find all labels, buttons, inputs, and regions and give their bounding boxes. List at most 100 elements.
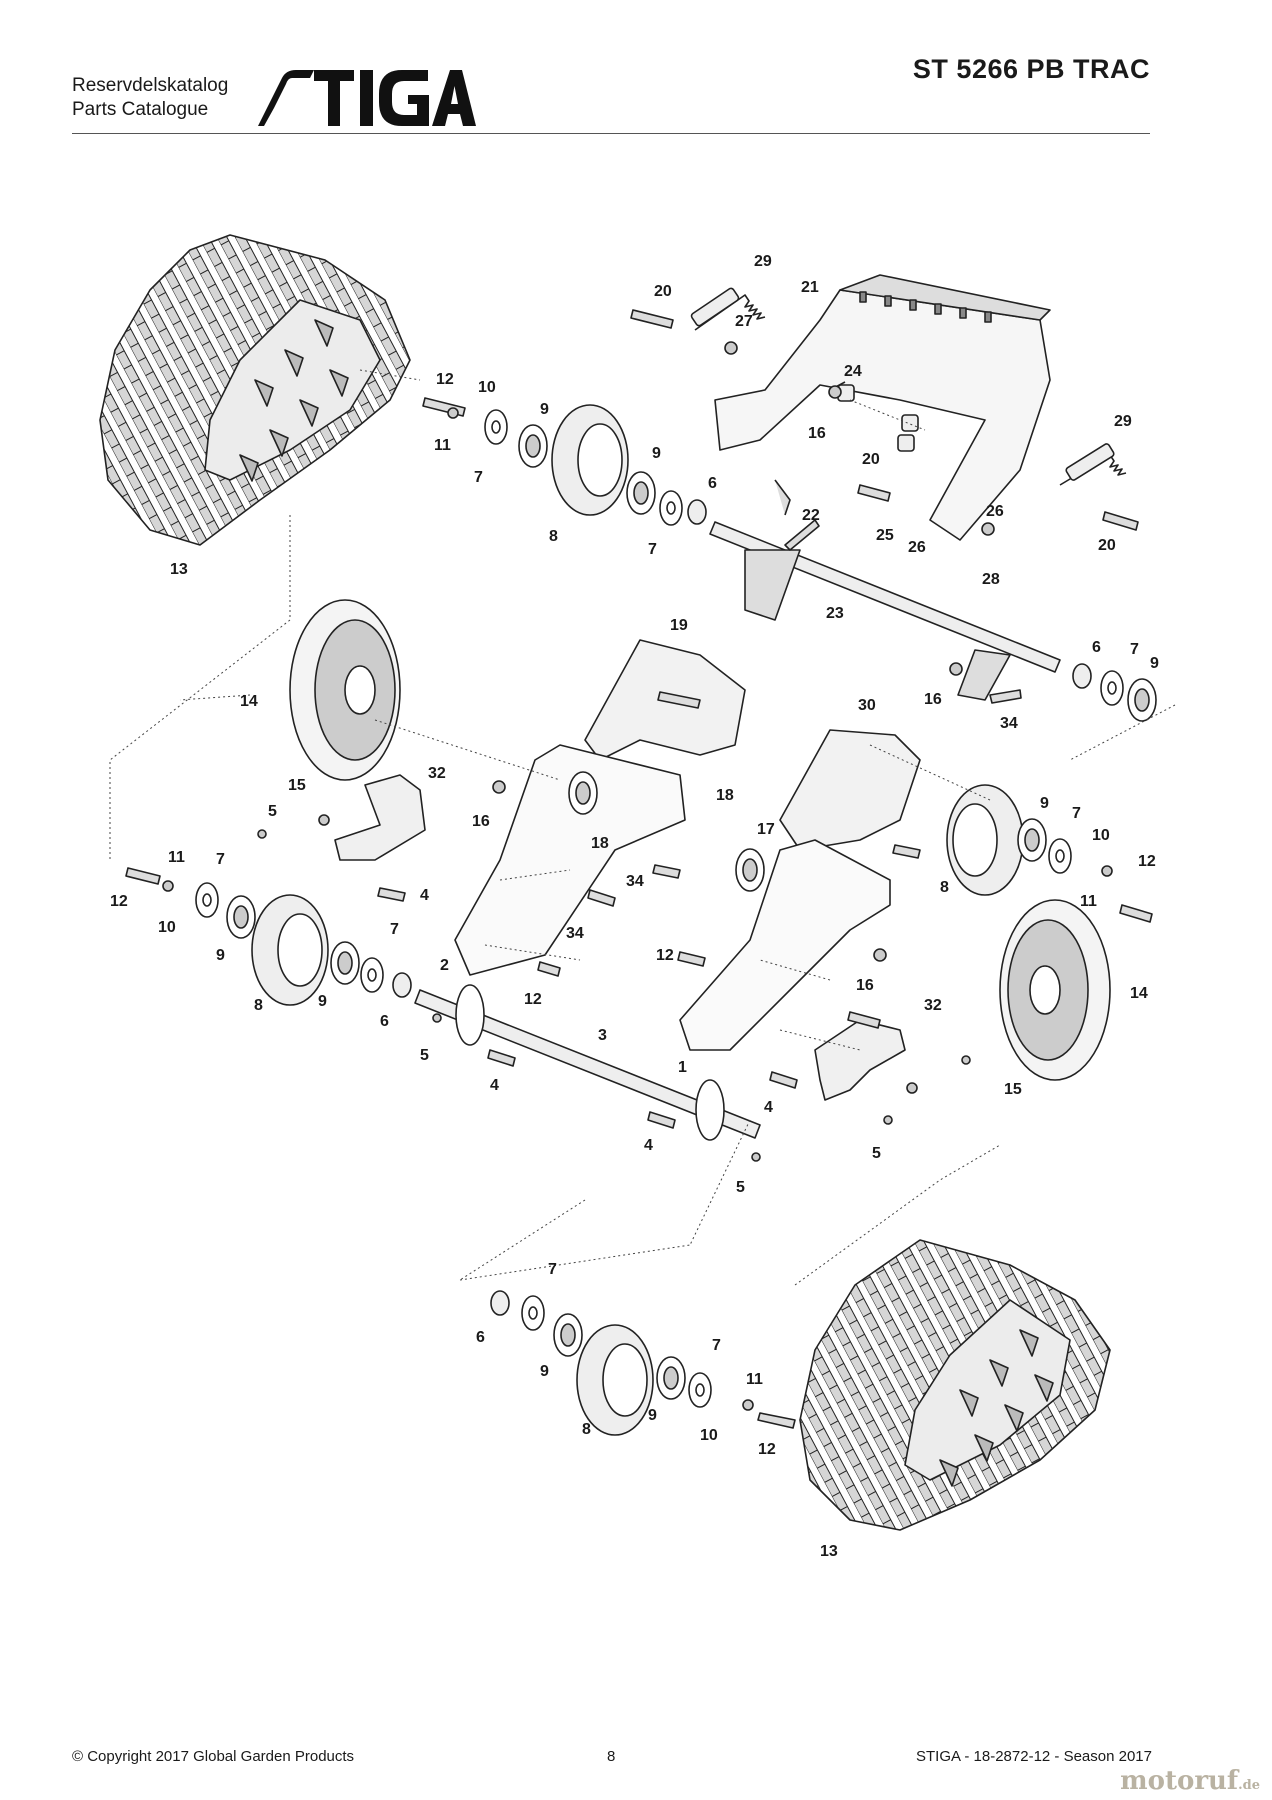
callout-7: 7 [390, 921, 399, 938]
callout-labels: 29 20 21 2 7 24 12 10 11 9 7 9 6 7 8 16 2… [110, 253, 1159, 1560]
callout-12: 12 [758, 1441, 776, 1458]
callout-9: 9 [1040, 795, 1049, 812]
watermark-suffix: .de [1238, 1778, 1260, 1793]
callout-7: 7 [1130, 641, 1139, 658]
callout-6: 6 [708, 475, 717, 492]
catalog-title-swedish: Reservdelskatalog [72, 75, 229, 96]
model-title: ST 5266 PB TRAC [912, 54, 1150, 84]
hub-lower [576, 1324, 654, 1436]
copyright-notice: © Copyright 2017 Global Garden Products [72, 1748, 355, 1765]
callout-4: 4 [490, 1077, 499, 1094]
callout-20: 20 [862, 451, 880, 468]
catalog-title: Reservdelskatalog Parts Catalogue [72, 74, 228, 122]
callout-5: 5 [420, 1047, 429, 1064]
callout-7: 7 [712, 1337, 721, 1354]
bearings [226, 424, 1157, 1400]
hub-left [251, 894, 329, 1006]
callout-34: 34 [626, 873, 644, 890]
axle-3 [414, 984, 761, 1141]
callout-7: 7 [648, 541, 657, 558]
callout-20: 20 [1098, 537, 1116, 554]
callout-17: 17 [757, 821, 775, 838]
catalog-reference: STIGA - 18-2872-12 - Season 2017 [916, 1748, 1152, 1765]
callout-12: 12 [656, 947, 674, 964]
catalog-title-english: Parts Catalogue [72, 99, 209, 120]
page-number: 8 [607, 1748, 616, 1765]
sprocket-left [289, 599, 401, 781]
callout-22: 22 [802, 507, 820, 524]
assembly-guide-lines [109, 369, 1176, 1286]
callout-2: 2 [440, 957, 449, 974]
callout-8: 8 [254, 997, 263, 1014]
callout-14: 14 [1130, 985, 1148, 1002]
callout-9: 9 [652, 445, 661, 462]
callout-13: 13 [170, 561, 188, 578]
callout-8: 8 [940, 879, 949, 896]
frame-bracket [714, 274, 1051, 541]
callout-26: 26 [908, 539, 926, 556]
callout-10: 10 [478, 379, 496, 396]
bolts [125, 309, 1153, 1429]
callout-10: 10 [1092, 827, 1110, 844]
callout-6: 6 [1092, 639, 1101, 656]
bracket-32-right [814, 1019, 906, 1101]
nuts [162, 341, 1113, 1411]
callout-12: 12 [524, 991, 542, 1008]
callout-21: 21 [801, 279, 819, 296]
washers [195, 409, 1124, 1408]
axle-23 [709, 521, 1061, 701]
callout-32: 32 [428, 765, 446, 782]
plate-1 [679, 839, 891, 1051]
track-lower-right [799, 1239, 1111, 1531]
motoruf-watermark: motoruf.de [1120, 1766, 1260, 1796]
callout-6: 6 [380, 1013, 389, 1030]
callout-4: 4 [420, 887, 429, 904]
callout-9: 9 [540, 401, 549, 418]
callout-4: 4 [644, 1137, 653, 1154]
spring-coil-right [1065, 443, 1115, 481]
callout-9: 9 [1150, 655, 1159, 672]
callout-23: 23 [826, 605, 844, 622]
callout-16: 16 [924, 691, 942, 708]
callout-10: 10 [158, 919, 176, 936]
hub-upper [551, 404, 629, 516]
callout-11: 11 [1080, 893, 1097, 910]
callout-8: 8 [549, 528, 558, 545]
callout-12: 12 [110, 893, 128, 910]
callout-9: 9 [318, 993, 327, 1010]
callout-14: 14 [240, 693, 258, 710]
callout-7: 7 [548, 1261, 557, 1278]
callout-7: 7 [1072, 805, 1081, 822]
callout-9: 9 [540, 1363, 549, 1380]
callout-10: 10 [700, 1427, 718, 1444]
bracket-32-left [334, 774, 426, 861]
callout-11: 11 [434, 437, 451, 454]
callout-16: 16 [856, 977, 874, 994]
callout-3: 3 [598, 1027, 607, 1044]
callout-30: 30 [858, 697, 876, 714]
callout-8: 8 [582, 1421, 591, 1438]
track-upper-left [99, 234, 411, 546]
callout-5: 5 [268, 803, 277, 820]
callout-19: 19 [670, 617, 688, 634]
callout-12: 12 [436, 371, 454, 388]
callout-15: 15 [288, 777, 306, 794]
callout-34: 34 [1000, 715, 1018, 732]
callout-6: 6 [476, 1329, 485, 1346]
callout-11: 11 [168, 849, 185, 866]
callout-5: 5 [736, 1179, 745, 1196]
spring-coil-left [690, 287, 740, 327]
callout-34: 34 [566, 925, 584, 942]
callout-29: 29 [754, 253, 772, 270]
callout-24: 24 [844, 363, 862, 380]
callout-4: 4 [764, 1099, 773, 1116]
spacers [392, 384, 1092, 1316]
spring-left [694, 294, 766, 331]
callout-7: 7 [474, 469, 483, 486]
watermark-text: motoruf [1120, 1766, 1239, 1796]
cover-30 [779, 729, 921, 851]
callout-11: 11 [746, 1371, 763, 1388]
callout-5: 5 [872, 1145, 881, 1162]
callout-28: 28 [982, 571, 1000, 588]
